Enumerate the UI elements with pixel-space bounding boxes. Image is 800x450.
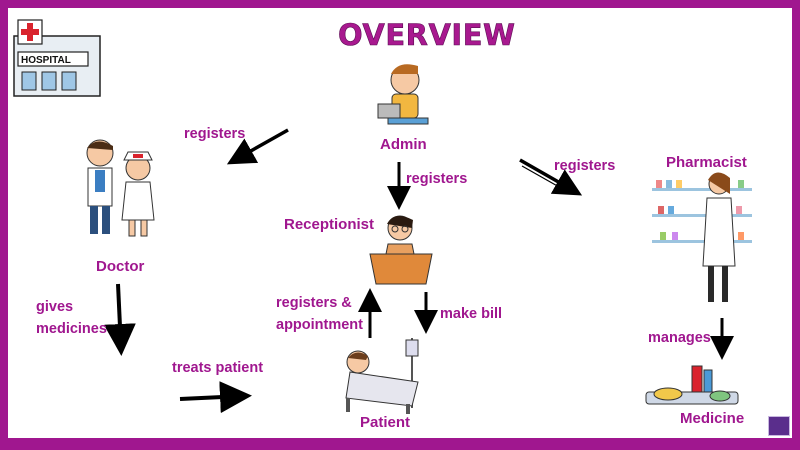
arrow-doctor-to-patient-right [179,381,252,414]
page-title: OVERVIEW [338,18,516,53]
edge-label-admin-doctor: registers [184,126,246,142]
pharmacist-icon [652,172,752,302]
node-doctor: Doctor [96,258,145,275]
edge-label-admin-pharmacist: registers [554,158,616,174]
medicine-icon [645,365,739,405]
admin-icon [377,64,429,125]
node-medicine: Medicine [680,410,745,427]
edge-label-make-bill: make bill [440,306,503,322]
node-pharmacist: Pharmacist [666,154,747,171]
diagram-graphics: HOSPITAL [13,19,752,414]
diagram-canvas: OVERVIEW HOSPITAL [8,8,792,438]
hospital-icon: HOSPITAL [13,19,101,97]
node-admin: Admin [380,136,427,153]
doctor-icon [86,139,155,237]
node-patient: Patient [360,414,411,431]
arrow-admin-to-doctor [226,128,289,165]
edge-label-manages: manages [648,330,711,346]
edge-label-gives-medicines: gives medicines [36,299,107,337]
corner-logo [768,416,790,436]
edge-label-admin-receptionist: registers [406,171,468,187]
node-receptionist: Receptionist [284,216,375,233]
edge-label-registers-appointment: registers & appointment [276,295,363,333]
receptionist-icon [369,215,433,285]
patient-icon [345,338,419,414]
hospital-sign-text: HOSPITAL [21,55,71,66]
arrow-admin-to-pharmacist [519,158,583,196]
arrow-doctor-to-patient-down [103,283,136,356]
edge-label-treats-patient: treats patient [172,360,264,376]
